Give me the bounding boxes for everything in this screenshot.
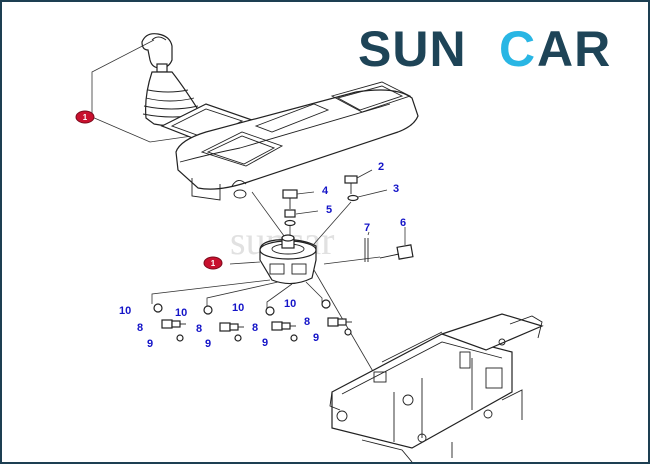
- part-label-10-b: 10: [175, 307, 187, 319]
- part-label-3: 3: [393, 183, 399, 195]
- callout-1-valve-label: 1: [211, 259, 216, 268]
- part-label-9-d: 9: [313, 332, 319, 344]
- bolt-group-top: [251, 169, 414, 265]
- part-label-9-c: 9: [262, 337, 268, 349]
- part-label-8-a: 8: [137, 322, 143, 334]
- part-label-8-b: 8: [196, 323, 202, 335]
- part-label-8-c: 8: [252, 322, 258, 334]
- callout-1-valve[interactable]: 1: [203, 256, 223, 270]
- console-base-frame: [329, 313, 544, 462]
- small-o-ring-group: [176, 328, 352, 342]
- part-label-9-a: 9: [147, 338, 153, 350]
- part-label-10-d: 10: [284, 298, 296, 310]
- console-cover: [175, 81, 419, 201]
- part-label-10-c: 10: [232, 302, 244, 314]
- part-label-9-b: 9: [205, 338, 211, 350]
- part-labels: 2 3 4 5 6 7 10 10 10 10 8 8 8 8 9 9 9 9: [119, 161, 406, 350]
- part-label-2: 2: [378, 161, 384, 173]
- fitting-group: [161, 317, 352, 332]
- callout-1-top-label: 1: [83, 113, 88, 122]
- part-label-10-a: 10: [119, 305, 131, 317]
- part-label-5: 5: [326, 204, 332, 216]
- pilot-valve: [229, 234, 317, 285]
- part-label-4: 4: [322, 185, 329, 197]
- brand-text-c: C: [499, 21, 536, 77]
- joystick-lever: [91, 33, 235, 143]
- callout-1-top[interactable]: 1: [75, 110, 95, 124]
- o-ring-group: [153, 299, 331, 316]
- part-label-8-d: 8: [304, 316, 310, 328]
- brand-text-right: AR: [537, 21, 611, 77]
- brand-text-left: SUN: [358, 21, 467, 77]
- part-label-6: 6: [400, 217, 406, 229]
- part-label-7: 7: [364, 222, 370, 234]
- hose-lines: [151, 269, 379, 381]
- brand-logo: SUN C AR: [358, 21, 611, 77]
